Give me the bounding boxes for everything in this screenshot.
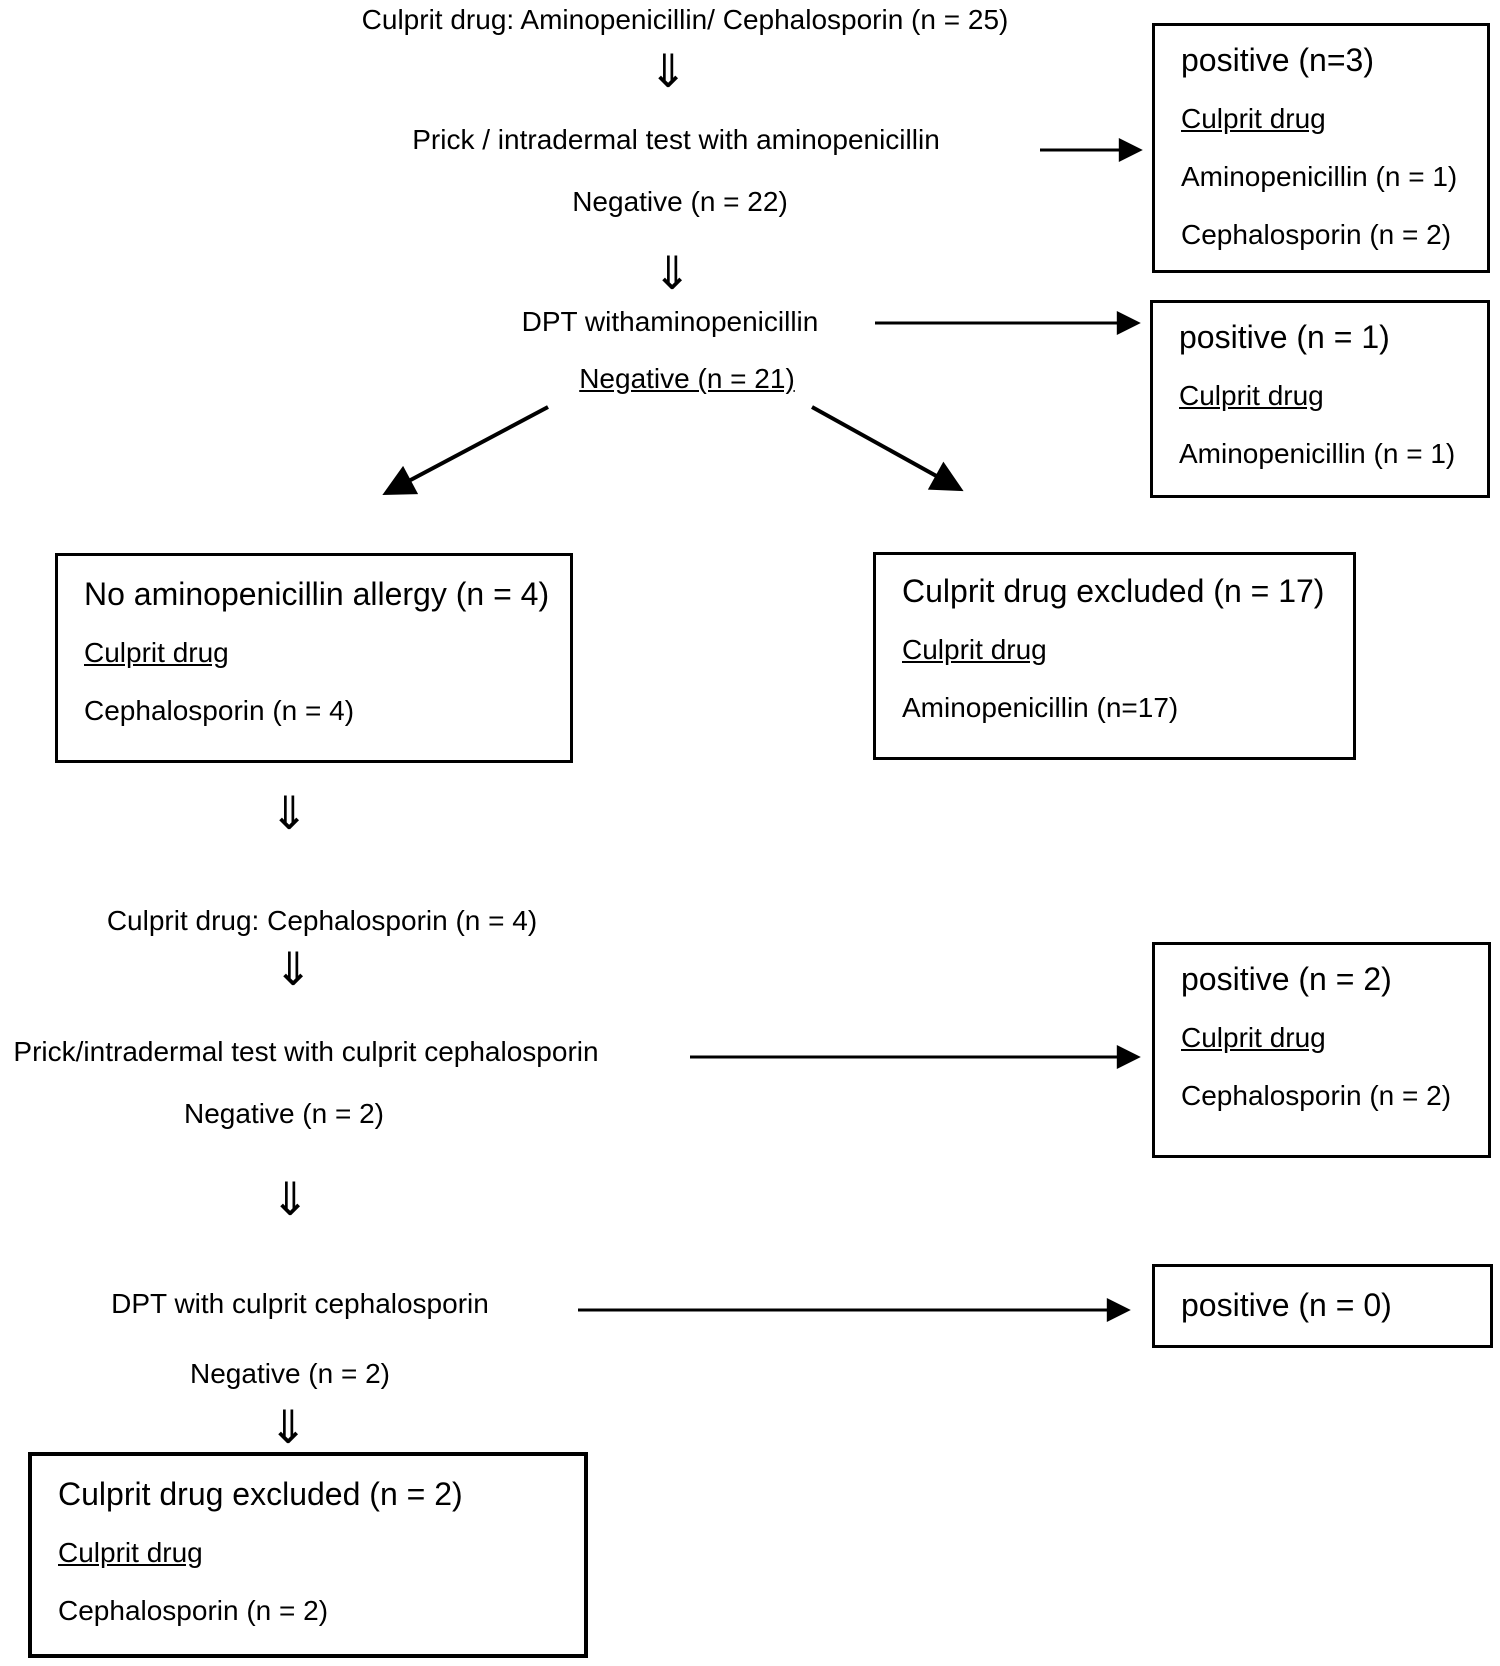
- culprit-drug-label: Culprit drug: [58, 1536, 203, 1568]
- double-down-arrow-icon: ⇓: [269, 786, 309, 840]
- arrow-negative21-to-no-allergy: [382, 405, 549, 496]
- result-box-heading: Culprit drug excluded (n = 17): [902, 573, 1325, 609]
- result-box-line: Aminopenicillin (n = 1): [1179, 437, 1456, 469]
- double-down-arrow-icon: ⇓: [268, 1400, 308, 1454]
- culprit-drug-label: Culprit drug: [1181, 102, 1326, 134]
- result-box-culprit-excluded-2: Culprit drug excluded (n = 2) Culprit dr…: [28, 1452, 588, 1658]
- result-box-line: Cephalosporin (n = 2): [1181, 219, 1452, 251]
- culprit-drug-label: Culprit drug: [84, 636, 229, 668]
- culprit-drug-label: Culprit drug: [1179, 379, 1324, 411]
- bottom-flow-title: Culprit drug: Cephalosporin (n = 4): [106, 905, 538, 936]
- result-box-line: Aminopenicillin (n=17): [902, 691, 1179, 723]
- result-box-heading: positive (n = 2): [1181, 961, 1392, 997]
- top-flow-title: Culprit drug: Aminopenicillin/ Cephalosp…: [361, 4, 1009, 35]
- result-box-heading: positive (n = 0): [1181, 1287, 1392, 1323]
- arrow-negative21-to-excluded17: [811, 405, 964, 492]
- result-box-dpt-ceph-positive: positive (n = 0): [1152, 1264, 1493, 1348]
- result-box-line: Aminopenicillin (n = 1): [1181, 160, 1458, 192]
- bottom-dpt-test-step: DPT with culprit cephalosporin: [111, 1288, 489, 1319]
- result-box-heading: Culprit drug excluded (n = 2): [58, 1476, 463, 1512]
- top-prick-negative-result: Negative (n = 22): [572, 186, 788, 217]
- top-prick-test-step: Prick / intradermal test with aminopenic…: [412, 124, 940, 155]
- result-box-line: Cephalosporin (n = 4): [84, 694, 355, 726]
- bottom-prick-negative-result: Negative (n = 2): [184, 1098, 384, 1129]
- result-box-heading: positive (n=3): [1181, 42, 1374, 78]
- result-box-dpt-amino-positive: positive (n = 1) Culprit drug Aminopenic…: [1150, 300, 1490, 498]
- culprit-drug-label: Culprit drug: [1181, 1021, 1326, 1053]
- double-down-arrow-icon: ⇓: [273, 942, 313, 996]
- result-box-heading: positive (n = 1): [1179, 319, 1390, 355]
- top-dpt-negative-result: Negative (n = 21): [579, 363, 795, 394]
- double-down-arrow-icon: ⇓: [270, 1172, 310, 1226]
- result-box-prick-amino-positive: positive (n=3) Culprit drug Aminopenicil…: [1152, 23, 1490, 273]
- result-box-prick-ceph-positive: positive (n = 2) Culprit drug Cephalospo…: [1152, 942, 1491, 1158]
- result-box-heading: No aminopenicillin allergy (n = 4): [84, 576, 550, 612]
- culprit-drug-label: Culprit drug: [902, 633, 1047, 665]
- result-box-no-amino-allergy: No aminopenicillin allergy (n = 4) Culpr…: [55, 553, 573, 763]
- bottom-prick-test-step: Prick/intradermal test with culprit ceph…: [13, 1036, 599, 1067]
- bottom-dpt-negative-result: Negative (n = 2): [190, 1358, 390, 1389]
- double-down-arrow-icon: ⇓: [652, 246, 692, 300]
- result-box-line: Cephalosporin (n = 2): [1181, 1079, 1452, 1111]
- top-dpt-test-step: DPT withaminopenicillin: [521, 306, 819, 337]
- result-box-culprit-excluded-17: Culprit drug excluded (n = 17) Culprit d…: [873, 552, 1356, 760]
- result-box-line: Cephalosporin (n = 2): [58, 1594, 329, 1626]
- double-down-arrow-icon: ⇓: [648, 44, 688, 98]
